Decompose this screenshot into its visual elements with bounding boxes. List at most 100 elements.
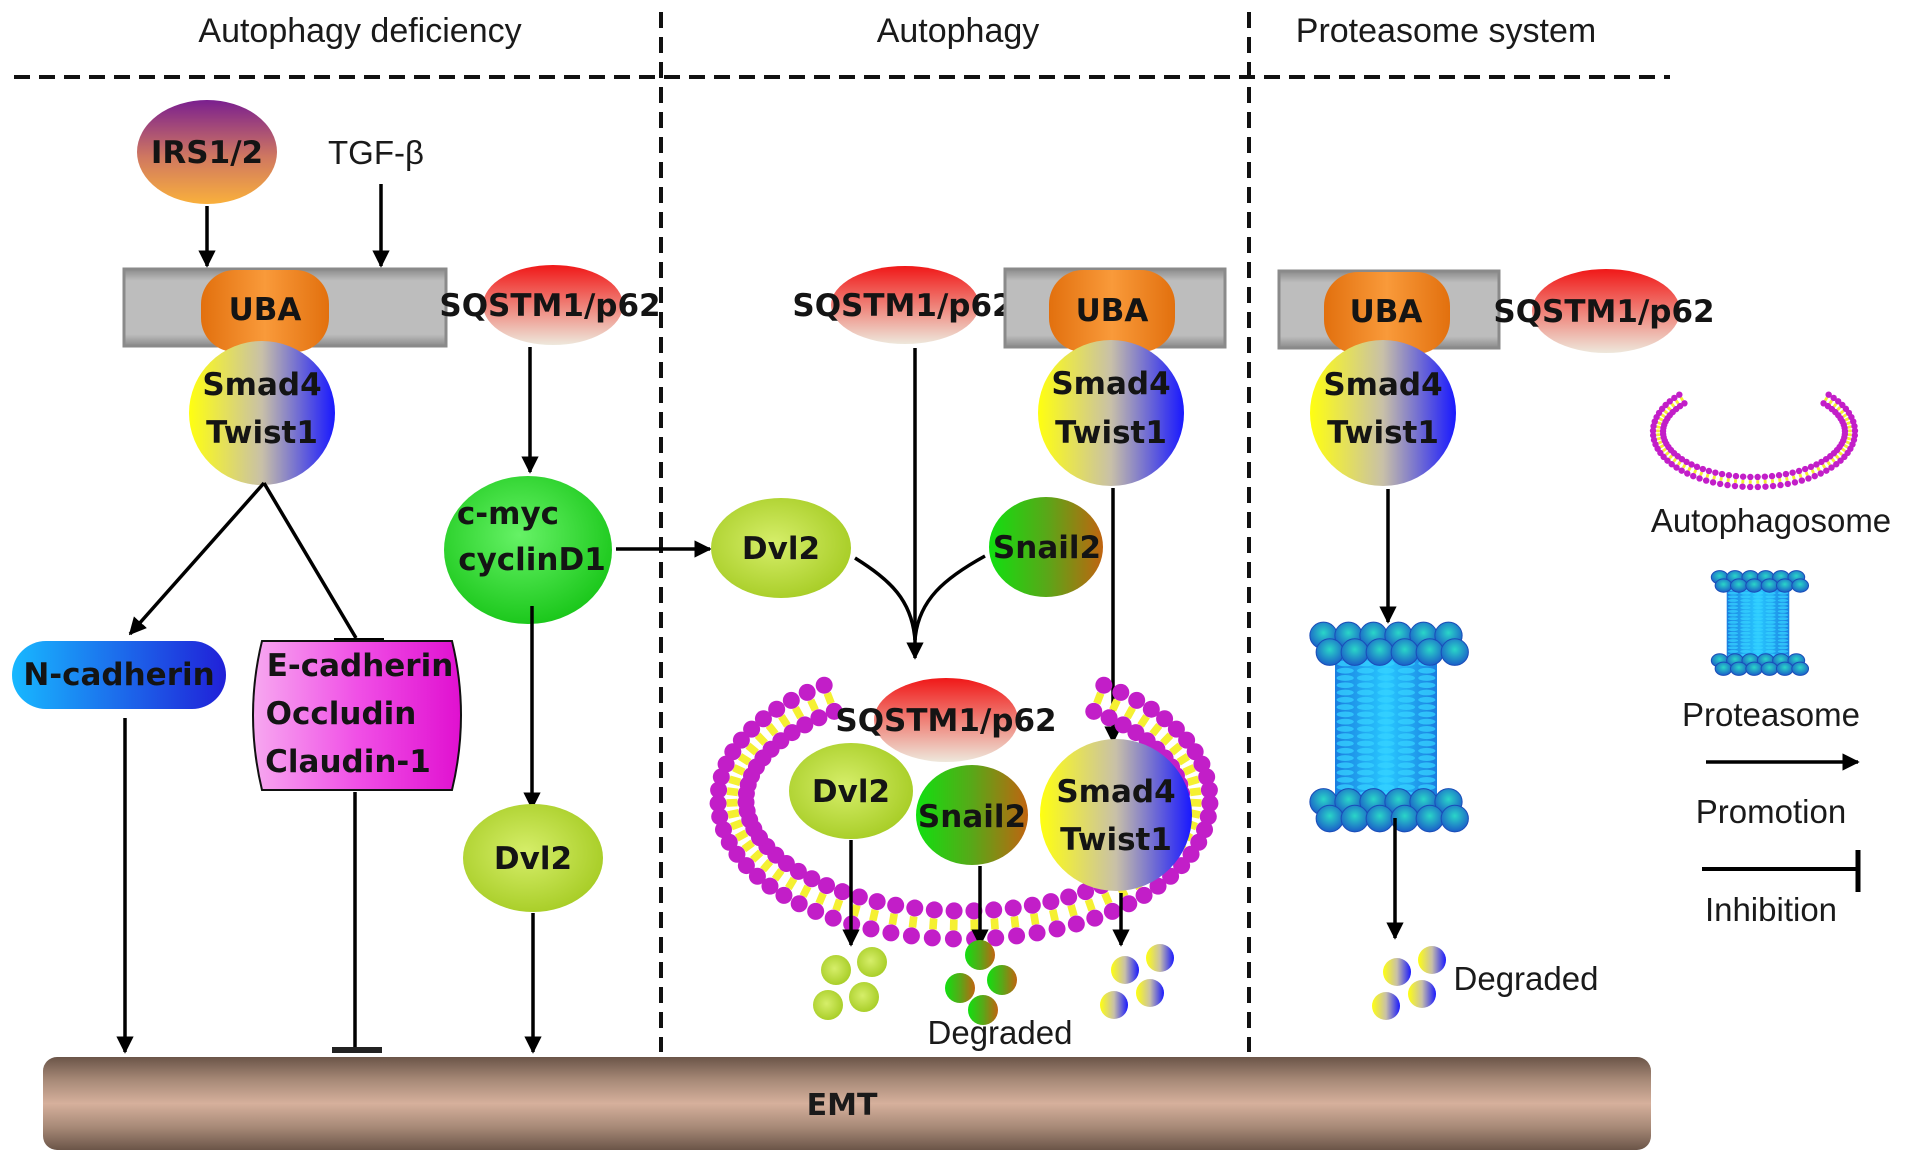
lipid-head (1684, 470, 1691, 477)
section-title-autophagy-deficiency: Autophagy deficiency (198, 12, 521, 50)
proteasome-subunit (1336, 755, 1354, 761)
ecadherin-label: E-cadherin (267, 648, 454, 684)
proteasome-subunit (1336, 740, 1354, 747)
proteasome-subunit (1377, 726, 1395, 732)
smad4-label: Smad4 (1051, 366, 1170, 402)
proteasome-ring-subunit (1775, 578, 1794, 593)
lipid-tail (799, 884, 812, 898)
lipid-tail (990, 918, 999, 930)
lipid-head (1801, 465, 1809, 473)
uba-label: UBA (1076, 293, 1149, 329)
proteasome-subunit (1740, 613, 1751, 617)
tgf-label: TGF-β (328, 134, 424, 171)
lipid-head (1149, 877, 1167, 895)
proteasome-subunit (1357, 696, 1375, 703)
lipid-head (818, 877, 836, 895)
lipid-head (748, 867, 766, 885)
smad4-twist1-node-3: Smad4 Twist1 (1040, 739, 1192, 891)
lipid-head (1813, 461, 1820, 468)
uba-label: UBA (1350, 294, 1423, 330)
proteasome-subunit (1777, 606, 1789, 610)
lipid-head (1761, 473, 1769, 480)
lipid-tail (908, 916, 918, 928)
proteasome-subunit (1740, 602, 1751, 606)
lipid-tail (1049, 909, 1059, 922)
proteasome-icon (1710, 570, 1810, 676)
proteasome-subunit (1336, 711, 1354, 718)
lipid-head (1114, 716, 1132, 734)
proteasome-subunit (1397, 711, 1415, 718)
proteasome-ring-subunit (1440, 804, 1469, 833)
proteasome-subunit (1752, 620, 1764, 624)
lipid-tail (1176, 753, 1191, 766)
proteasome-subunit (1418, 704, 1436, 710)
lipid-head (1142, 700, 1160, 718)
proteasome-subunit (1418, 711, 1436, 718)
smad4-to-ncadherin-arrow (128, 481, 266, 636)
proteasome-ring-subunit (1315, 804, 1344, 833)
lipid-tail (760, 859, 774, 873)
proteasome-subunit (1377, 718, 1395, 725)
lipid-head (1162, 867, 1180, 885)
lipid-tail (1847, 436, 1852, 441)
lipid-head (1023, 896, 1041, 914)
lipid-tail (1828, 399, 1834, 405)
proteasome-subunit (1752, 606, 1764, 610)
smad4-twist1-node: Smad4 Twist1 (189, 341, 335, 485)
lipid-tail (1010, 916, 1020, 928)
proteasome-subunit (1377, 704, 1395, 710)
proteasome-subunit (1752, 649, 1764, 653)
proteasome-ring-subunit (1745, 661, 1764, 676)
lipid-head (944, 930, 962, 948)
proteasome-subunit (1740, 599, 1751, 602)
proteasome-subunit (1752, 595, 1764, 599)
cyclind1-label: cyclinD1 (458, 542, 606, 578)
proteasome-subunit (1752, 624, 1764, 628)
lipid-head (1835, 398, 1842, 405)
proteasome-ring-subunit (1365, 804, 1394, 833)
lipid-head (1807, 463, 1815, 471)
proteasome-subunit (1752, 609, 1764, 613)
ecadherin-occludin-claudin-node: E-cadherin Occludin Claudin-1 (252, 640, 462, 791)
lipid-head (965, 902, 983, 920)
lipid-tail (1821, 463, 1827, 469)
lipid-head (1193, 755, 1211, 773)
lipid-head (1805, 475, 1812, 482)
proteasome-subunit (1727, 620, 1739, 624)
p62-node-1: SQSTM1/p62 (439, 265, 661, 345)
proteasome-subunit (1357, 689, 1375, 696)
dvl2-merge-curve (854, 556, 917, 641)
proteasome-subunit (1727, 617, 1739, 621)
proteasome-subunit (1740, 620, 1751, 624)
lipid-head (1668, 461, 1675, 468)
proteasome-subunit (1397, 726, 1415, 732)
proteasome-subunit (1377, 682, 1395, 689)
proteasome-ring-subunit (1775, 661, 1794, 676)
lipid-tail (1677, 461, 1682, 466)
lipid-head (1008, 927, 1026, 945)
proteasome-ring-subunit (1729, 661, 1748, 676)
proteasome-subunit (1397, 776, 1415, 783)
lipid-head (1156, 710, 1174, 728)
proteasome-subunit (1418, 689, 1436, 696)
proteasome-ring-subunit (1714, 578, 1733, 593)
lipid-head (1167, 720, 1185, 738)
lipid-tail (1665, 451, 1670, 456)
lipid-head (1028, 924, 1046, 942)
lipid-tail (1712, 475, 1717, 480)
p62-label: SQSTM1/p62 (439, 288, 660, 324)
proteasome-subunit (1397, 762, 1415, 769)
proteasome-subunit (1418, 675, 1436, 681)
twist1-label: Twist1 (1055, 415, 1167, 451)
degraded-smad4-fragments (1100, 944, 1174, 1019)
proteasome-subunit (1377, 784, 1395, 791)
lipid-tail (1149, 723, 1163, 737)
proteasome-subunit (1765, 602, 1776, 606)
lipid-tail (1843, 444, 1849, 449)
proteasome-subunit (1765, 639, 1776, 642)
lipid-tail (728, 775, 742, 786)
proteasome-subunit (1752, 613, 1764, 617)
proteasome-ring-subunit (1440, 638, 1469, 666)
inhibition-bar-icon (1702, 850, 1861, 892)
proteasome-ring-subunit (1729, 578, 1748, 593)
